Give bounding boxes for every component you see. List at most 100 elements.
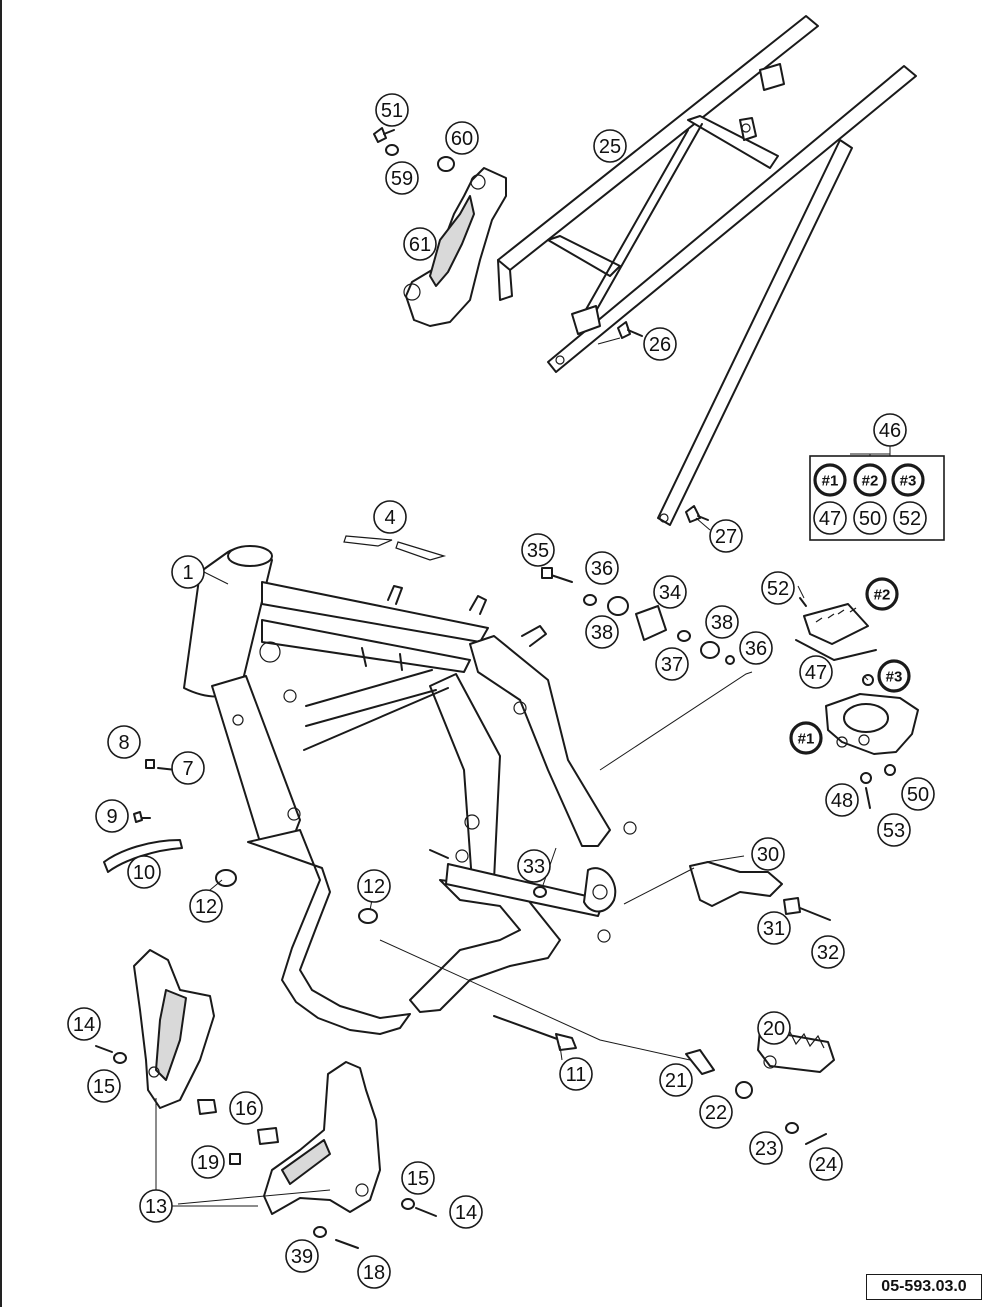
callout-c13: 13 (139, 1189, 173, 1223)
callout-c36b-text: 36 (745, 638, 767, 660)
callout-c20: 20 (757, 1011, 791, 1045)
callout-pump-5: 50 (901, 777, 935, 811)
callout-c1-text: 1 (182, 562, 193, 584)
spring-22 (735, 1081, 753, 1099)
callout-c22-text: 22 (705, 1102, 727, 1124)
callout-c61-text: 61 (409, 234, 431, 256)
callout-c16: 16 (229, 1091, 263, 1125)
callout-pump-0-text: 52 (767, 578, 789, 600)
callout-c9: 9 (95, 799, 129, 833)
callout-kit-46-text: 46 (879, 420, 901, 442)
bolt-26 (617, 321, 643, 339)
callout-c14b: 14 (449, 1195, 483, 1229)
callout-h1: #1 (813, 463, 847, 497)
callout-c39-text: 39 (291, 1246, 313, 1268)
callout-c26: 26 (643, 327, 677, 361)
callout-c30-text: 30 (757, 844, 779, 866)
nut-8 (145, 759, 155, 769)
callout-pump-0: 52 (761, 571, 795, 605)
callout-c14a-text: 14 (73, 1014, 95, 1036)
callout-c52-text: 52 (899, 508, 921, 530)
callout-c39: 39 (285, 1239, 319, 1273)
callout-c37-text: 37 (661, 654, 683, 676)
callout-c33-text: 33 (523, 856, 545, 878)
callout-c25-text: 25 (599, 136, 621, 158)
callout-c47-text: 47 (819, 508, 841, 530)
callout-kit-46: 46 (873, 413, 907, 447)
brake-pedal-30 (689, 861, 831, 921)
callout-c59: 59 (385, 161, 419, 195)
callout-c11: 11 (559, 1057, 593, 1091)
callout-c1: 1 (171, 555, 205, 589)
leader-lines (155, 337, 890, 1207)
callout-c53-text: 53 (883, 820, 905, 842)
callout-pump-4-text: #1 (798, 731, 815, 748)
spacer-12-left (215, 869, 237, 887)
callout-c48: 48 (825, 783, 859, 817)
callout-c4: 4 (373, 500, 407, 534)
callout-c27-text: 27 (715, 526, 737, 548)
callout-c8: 8 (107, 725, 141, 759)
callout-pump-3-text: #3 (886, 669, 903, 686)
callout-c48-text: 48 (831, 790, 853, 812)
callout-h1-text: #1 (822, 473, 839, 490)
engine-mount-stack (541, 567, 735, 665)
callout-c47: 47 (813, 501, 847, 535)
callout-c38a: 38 (585, 615, 619, 649)
callout-c32: 32 (811, 935, 845, 969)
bolt-11 (493, 1015, 577, 1051)
callout-c35: 35 (521, 533, 555, 567)
callout-c18-text: 18 (363, 1262, 385, 1284)
callout-c12a: 12 (189, 889, 223, 923)
washer-23 (785, 1122, 799, 1134)
callout-c34: 34 (653, 575, 687, 609)
callout-c12a-text: 12 (195, 896, 217, 918)
hose-10 (103, 839, 183, 873)
callout-c18: 18 (357, 1255, 391, 1289)
callout-c14a: 14 (67, 1007, 101, 1041)
callout-h2: #2 (853, 463, 887, 497)
page-border-left (0, 0, 2, 1307)
cotter-pin-24 (805, 1133, 827, 1145)
bolt-9 (133, 811, 151, 823)
callout-c7-text: 7 (182, 758, 193, 780)
callout-c30: 30 (751, 837, 785, 871)
callout-c19: 19 (191, 1145, 225, 1179)
callout-c51: 51 (375, 93, 409, 127)
callout-pump-5-text: 50 (907, 784, 929, 806)
callout-c37: 37 (655, 647, 689, 681)
callout-c59-text: 59 (391, 168, 413, 190)
callout-h3-text: #3 (900, 473, 917, 490)
callout-pump-1-text: #2 (874, 587, 891, 604)
callout-c36b: 36 (739, 631, 773, 665)
callout-c22: 22 (699, 1095, 733, 1129)
callout-c26-text: 26 (649, 334, 671, 356)
callout-c11-text: 11 (566, 1064, 587, 1086)
bolt-51 (373, 127, 395, 143)
callout-h3: #3 (891, 463, 925, 497)
callout-c16-text: 16 (235, 1098, 257, 1120)
callout-c34-text: 34 (659, 582, 681, 604)
washer-60 (437, 156, 455, 172)
callout-c15b: 15 (401, 1161, 435, 1195)
callout-c23: 23 (749, 1131, 783, 1165)
main-frame-part (183, 545, 637, 1035)
callout-c25: 25 (593, 129, 627, 163)
washer-59 (385, 144, 399, 156)
callout-c35-text: 35 (527, 540, 549, 562)
callout-pump-4: #1 (789, 721, 823, 755)
callout-pump-2-text: 47 (805, 662, 827, 684)
spacer-12-right (358, 908, 378, 924)
bolt-27 (685, 505, 709, 523)
callout-c36a: 36 (585, 551, 619, 585)
pin-21 (685, 1049, 715, 1075)
callout-c31-text: 31 (763, 918, 785, 940)
callout-c50-text: 50 (859, 508, 881, 530)
callout-c15a-text: 15 (93, 1076, 115, 1098)
frame-guard-61 (403, 167, 507, 327)
callout-c12b-text: 12 (363, 876, 385, 898)
callout-c7: 7 (171, 751, 205, 785)
callout-c14b-text: 14 (455, 1202, 477, 1224)
callout-pump-3: #3 (877, 659, 911, 693)
